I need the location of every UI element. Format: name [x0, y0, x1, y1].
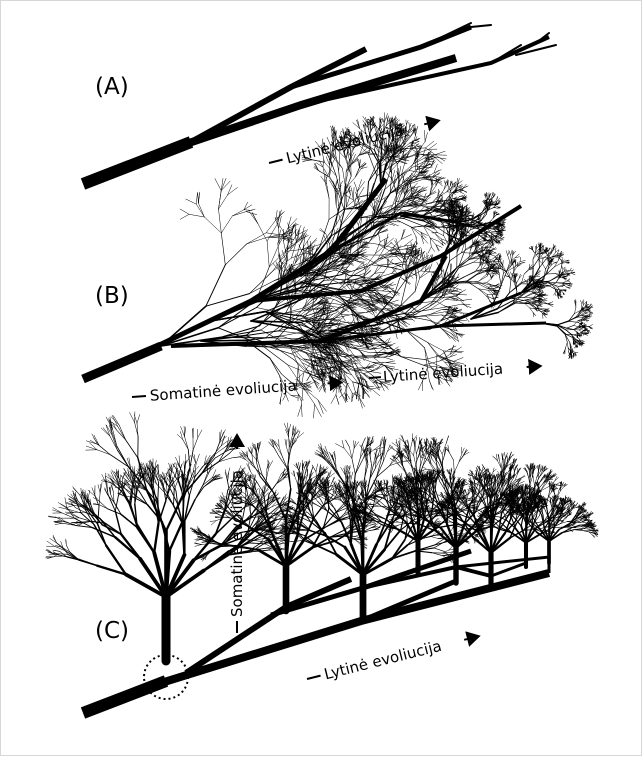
arrow-right-icon — [424, 121, 439, 125]
axis-dash-icon — [307, 676, 321, 679]
branch-c-2 — [271, 551, 471, 615]
axis-dash-icon — [269, 160, 283, 163]
panel-b-somatic-label: Somatinė evoliucija — [149, 377, 297, 405]
panel-c-somatic-axis: Somatinė evoliucija — [228, 435, 246, 633]
trunk-c — [83, 681, 166, 713]
panel-b-somatic-axis: Somatinė evoliucija — [131, 373, 342, 406]
branch-c-4 — [366, 567, 491, 587]
arrow-right-icon — [464, 636, 479, 640]
panel-c-sexual-axis: Lytinė evoliucija — [305, 627, 481, 687]
trunk-a — [83, 142, 191, 184]
axis-dash-icon — [369, 377, 381, 378]
panel-c-sexual-label: Lytinė evoliucija — [322, 637, 443, 684]
trunk-b — [83, 346, 161, 379]
panel-b-label: (B) — [95, 283, 129, 309]
panel-b-sexual-label: Lytinė evoliucija — [382, 360, 503, 386]
branch-c-1 — [186, 579, 351, 673]
panel-a: (A) Lytinė evoliucija — [83, 23, 556, 184]
panel-a-label: (A) — [95, 74, 129, 100]
panel-c-somatic-label: Somatinė evoliucija — [228, 470, 246, 617]
branch-c-6 — [491, 563, 526, 576]
axis-dash-icon — [132, 396, 146, 397]
arrow-right-icon — [328, 382, 342, 383]
panel-a-branches — [83, 23, 556, 184]
twigs-a — [421, 23, 556, 63]
panel-c-label: (C) — [95, 618, 129, 644]
arrow-right-icon — [527, 366, 541, 367]
panel-c: (C) Somatinė evoliucija Lytinė evoliucij… — [46, 412, 599, 713]
